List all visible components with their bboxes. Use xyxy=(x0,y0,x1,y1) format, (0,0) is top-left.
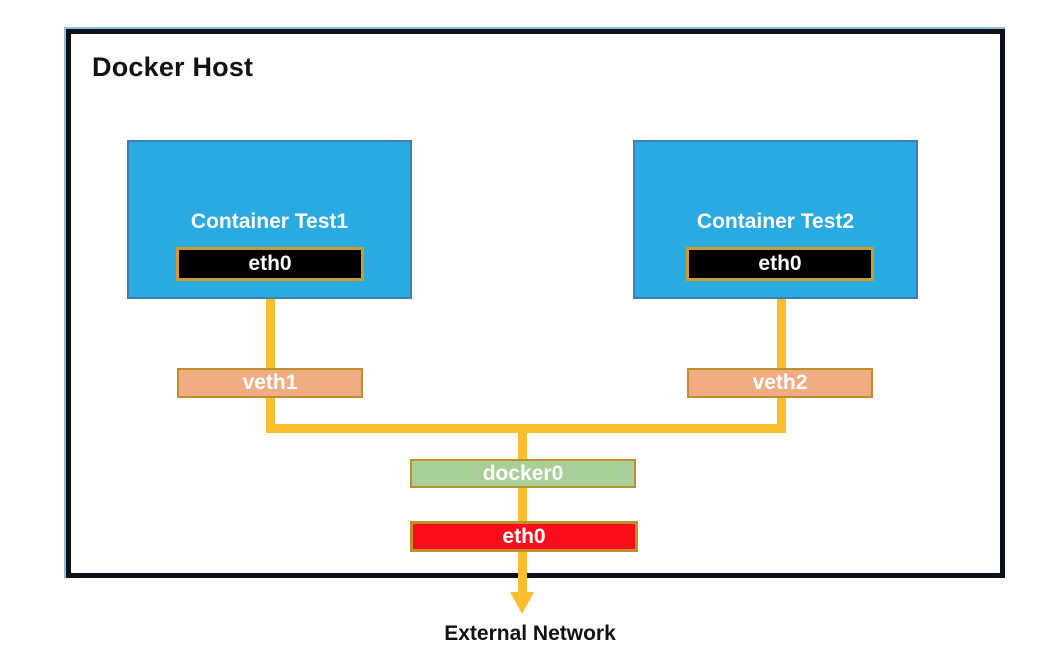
wire-bus-to-docker0 xyxy=(518,424,527,464)
wire-eth0-to-external xyxy=(518,550,527,594)
container-test2-label: Container Test2 xyxy=(696,210,855,233)
wire-veth2-to-bus xyxy=(777,396,786,433)
container-test2-eth0[interactable]: eth0 xyxy=(686,247,874,281)
veth1-node[interactable]: veth1 xyxy=(177,368,363,398)
external-network-label: External Network xyxy=(444,622,616,645)
docker-host-title: Docker Host xyxy=(92,52,254,82)
wire-docker0-to-eth0 xyxy=(518,486,527,524)
docker-host-frame xyxy=(66,29,1005,578)
host-eth0-node[interactable]: eth0 xyxy=(410,521,638,552)
container-test1-eth0[interactable]: eth0 xyxy=(176,247,364,281)
container-test1-label: Container Test1 xyxy=(190,210,349,233)
veth2-node[interactable]: veth2 xyxy=(687,368,873,398)
external-network-arrowhead xyxy=(510,592,534,614)
wire-container1-to-veth1 xyxy=(266,280,275,370)
docker0-bridge-node[interactable]: docker0 xyxy=(410,459,636,488)
wire-veth1-to-bus xyxy=(266,396,275,433)
wire-container2-to-veth2 xyxy=(777,280,786,370)
